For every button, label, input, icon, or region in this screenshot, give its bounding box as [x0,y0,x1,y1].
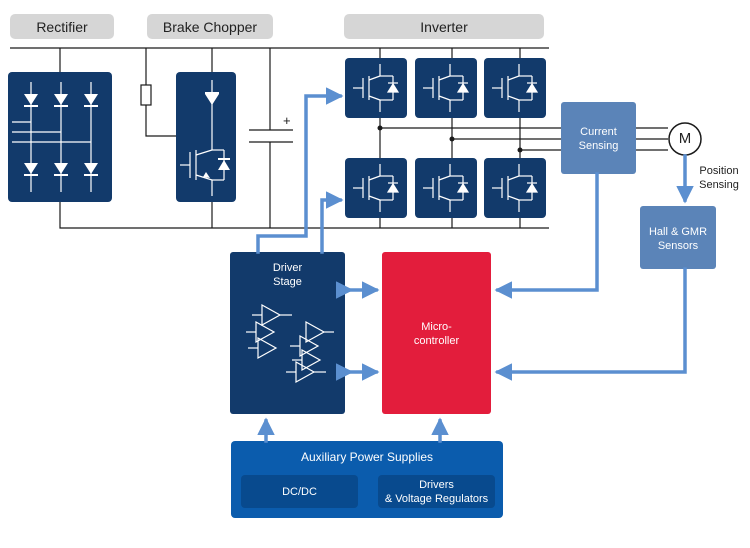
current-sensing-block [561,102,636,174]
microcontroller-label: Micro-controller [413,321,460,347]
igbt-module-top-2 [415,58,477,118]
brake-chopper-header: Brake Chopper [147,14,273,39]
igbt-module-top-1 [345,58,407,118]
brake-resistor [140,84,152,106]
arrow-current-to-mcu [494,172,599,299]
aux-power-label: Auxiliary Power Supplies [300,450,434,464]
microcontroller-block [382,252,491,414]
igbt-module-bottom-2 [415,158,477,218]
brake-chopper-block [176,72,236,202]
igbt-module-bottom-3 [484,158,546,218]
dcdc-block [241,475,358,508]
arrow-driver-to-top-igbt [256,87,344,254]
arrow-driver-to-bottom-igbt [320,191,344,254]
arrow-hall-to-mcu [494,267,687,381]
capacitor-plus-sign: + [283,113,291,128]
motor-label: M [678,130,692,147]
wire-junctions [377,125,523,153]
drivers-regulators-block [378,475,495,508]
dc-bus-wiring [10,47,668,229]
hall-gmr-sensors-block [640,206,716,269]
auxiliary-power-supplies-block [231,441,503,518]
rectifier-block [8,72,112,202]
inverter-igbt-modules [345,58,546,218]
rectifier-header: Rectifier [10,14,114,39]
inverter-header: Inverter [344,14,544,39]
signal-arrows [256,87,694,443]
driver-stage-block [230,252,345,414]
drivers-regulators-label: Drivers& Voltage Regulators [384,479,489,505]
igbt-module-bottom-1 [345,158,407,218]
igbt-module-top-3 [484,58,546,118]
dcdc-label: DC/DC [282,486,317,498]
